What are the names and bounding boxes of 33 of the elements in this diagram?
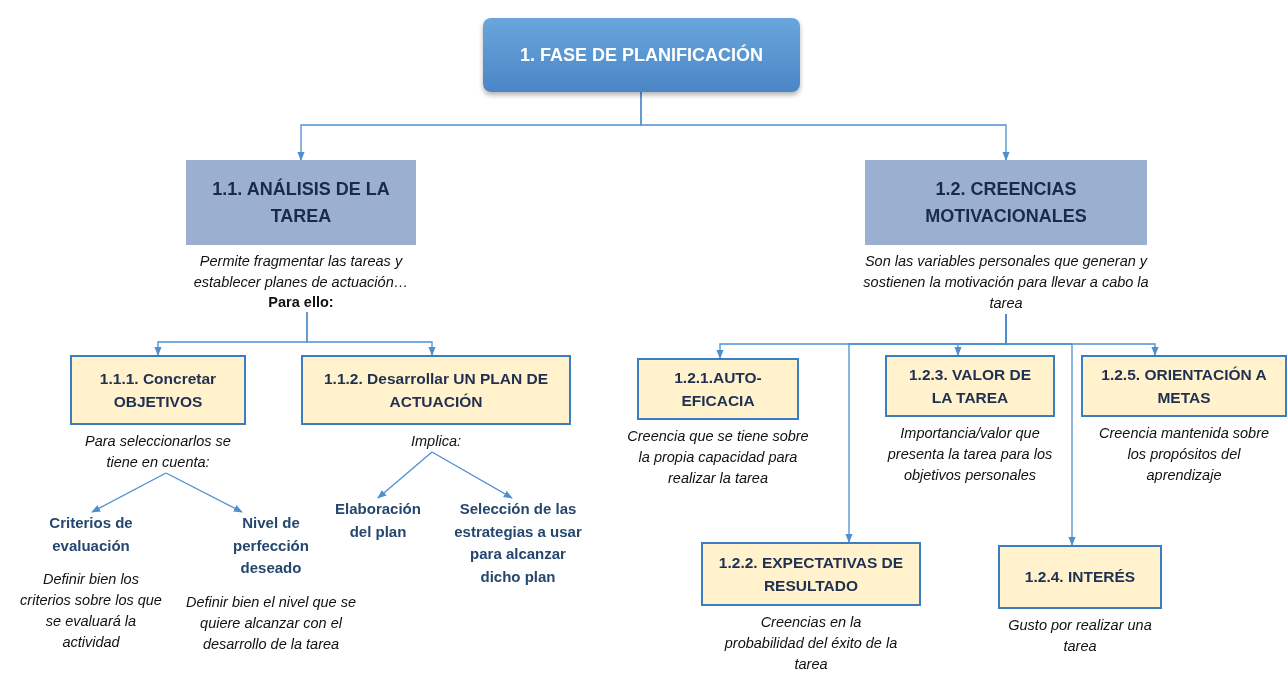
- heading-text: Criterios de evaluación: [48, 513, 134, 556]
- arrow: [1005, 313, 1159, 356]
- topic-box: 1.2.3. VALOR DE LA TAREA: [885, 355, 1055, 417]
- topic-box: 1.2.5. ORIENTACIÓN A METAS: [1081, 355, 1287, 417]
- arrow: [165, 472, 243, 513]
- arrow: [431, 451, 513, 499]
- description-text: Son las variables personales que generan y sostienen la motivación para llevar a cabo la tarea: [862, 252, 1150, 314]
- description-text: Definir bien el nivel que se quiere alcanzar con el desarrollo de la tarea: [184, 592, 358, 654]
- arrow: [640, 91, 1010, 161]
- description-text: Definir bien los criterios sobre los que se evaluará la actividad: [19, 570, 163, 653]
- description-text: Importancia/valor que presenta la tarea para los objetivos personales: [886, 424, 1054, 486]
- description-text: Permite fragmentar las tareas y establecer planes de actuación…: [192, 252, 410, 292]
- section-box: 1.2. CREENCIAS MOTIVACIONALES: [865, 160, 1147, 245]
- arrow: [306, 311, 436, 356]
- heading-text: Selección de las estrategias a usar para alcanzar dicho plan: [453, 499, 583, 587]
- topic-box: 1.2.4. INTERÉS: [998, 545, 1162, 609]
- heading-text: Elaboración del plan: [334, 499, 422, 542]
- heading-text: Nivel de perfección deseado: [232, 513, 310, 578]
- description-text: Gusto por realizar una tarea: [1007, 616, 1153, 656]
- section-box: 1.1. ANÁLISIS DE LA TAREA: [186, 160, 416, 245]
- arrow: [377, 451, 433, 499]
- topic-box: 1.2.1.AUTO- EFICACIA: [637, 358, 799, 420]
- description-text: Creencia que se tiene sobre la propia capacidad para realizar la tarea: [626, 427, 810, 489]
- topic-box: 1.2.2. EXPECTATIVAS DE RESULTADO: [701, 542, 921, 606]
- description-text: Para seleccionarlos se tiene en cuenta:: [84, 432, 232, 472]
- topic-box: 1.1.1. Concretar OBJETIVOS: [70, 355, 246, 425]
- description-text: Creencia mantenida sobre los propósitos del aprendizaje: [1097, 424, 1271, 486]
- arrow: [91, 472, 167, 513]
- description-text: Implica:: [410, 432, 462, 451]
- description-text: Creencias en la probabilidad del éxito de la tarea: [723, 613, 899, 675]
- title-box: 1. FASE DE PLANIFICACIÓN: [483, 18, 800, 92]
- topic-box: 1.1.2. Desarrollar UN PLAN DE ACTUACIÓN: [301, 355, 571, 425]
- lead-in-text: Para ello:: [267, 293, 335, 312]
